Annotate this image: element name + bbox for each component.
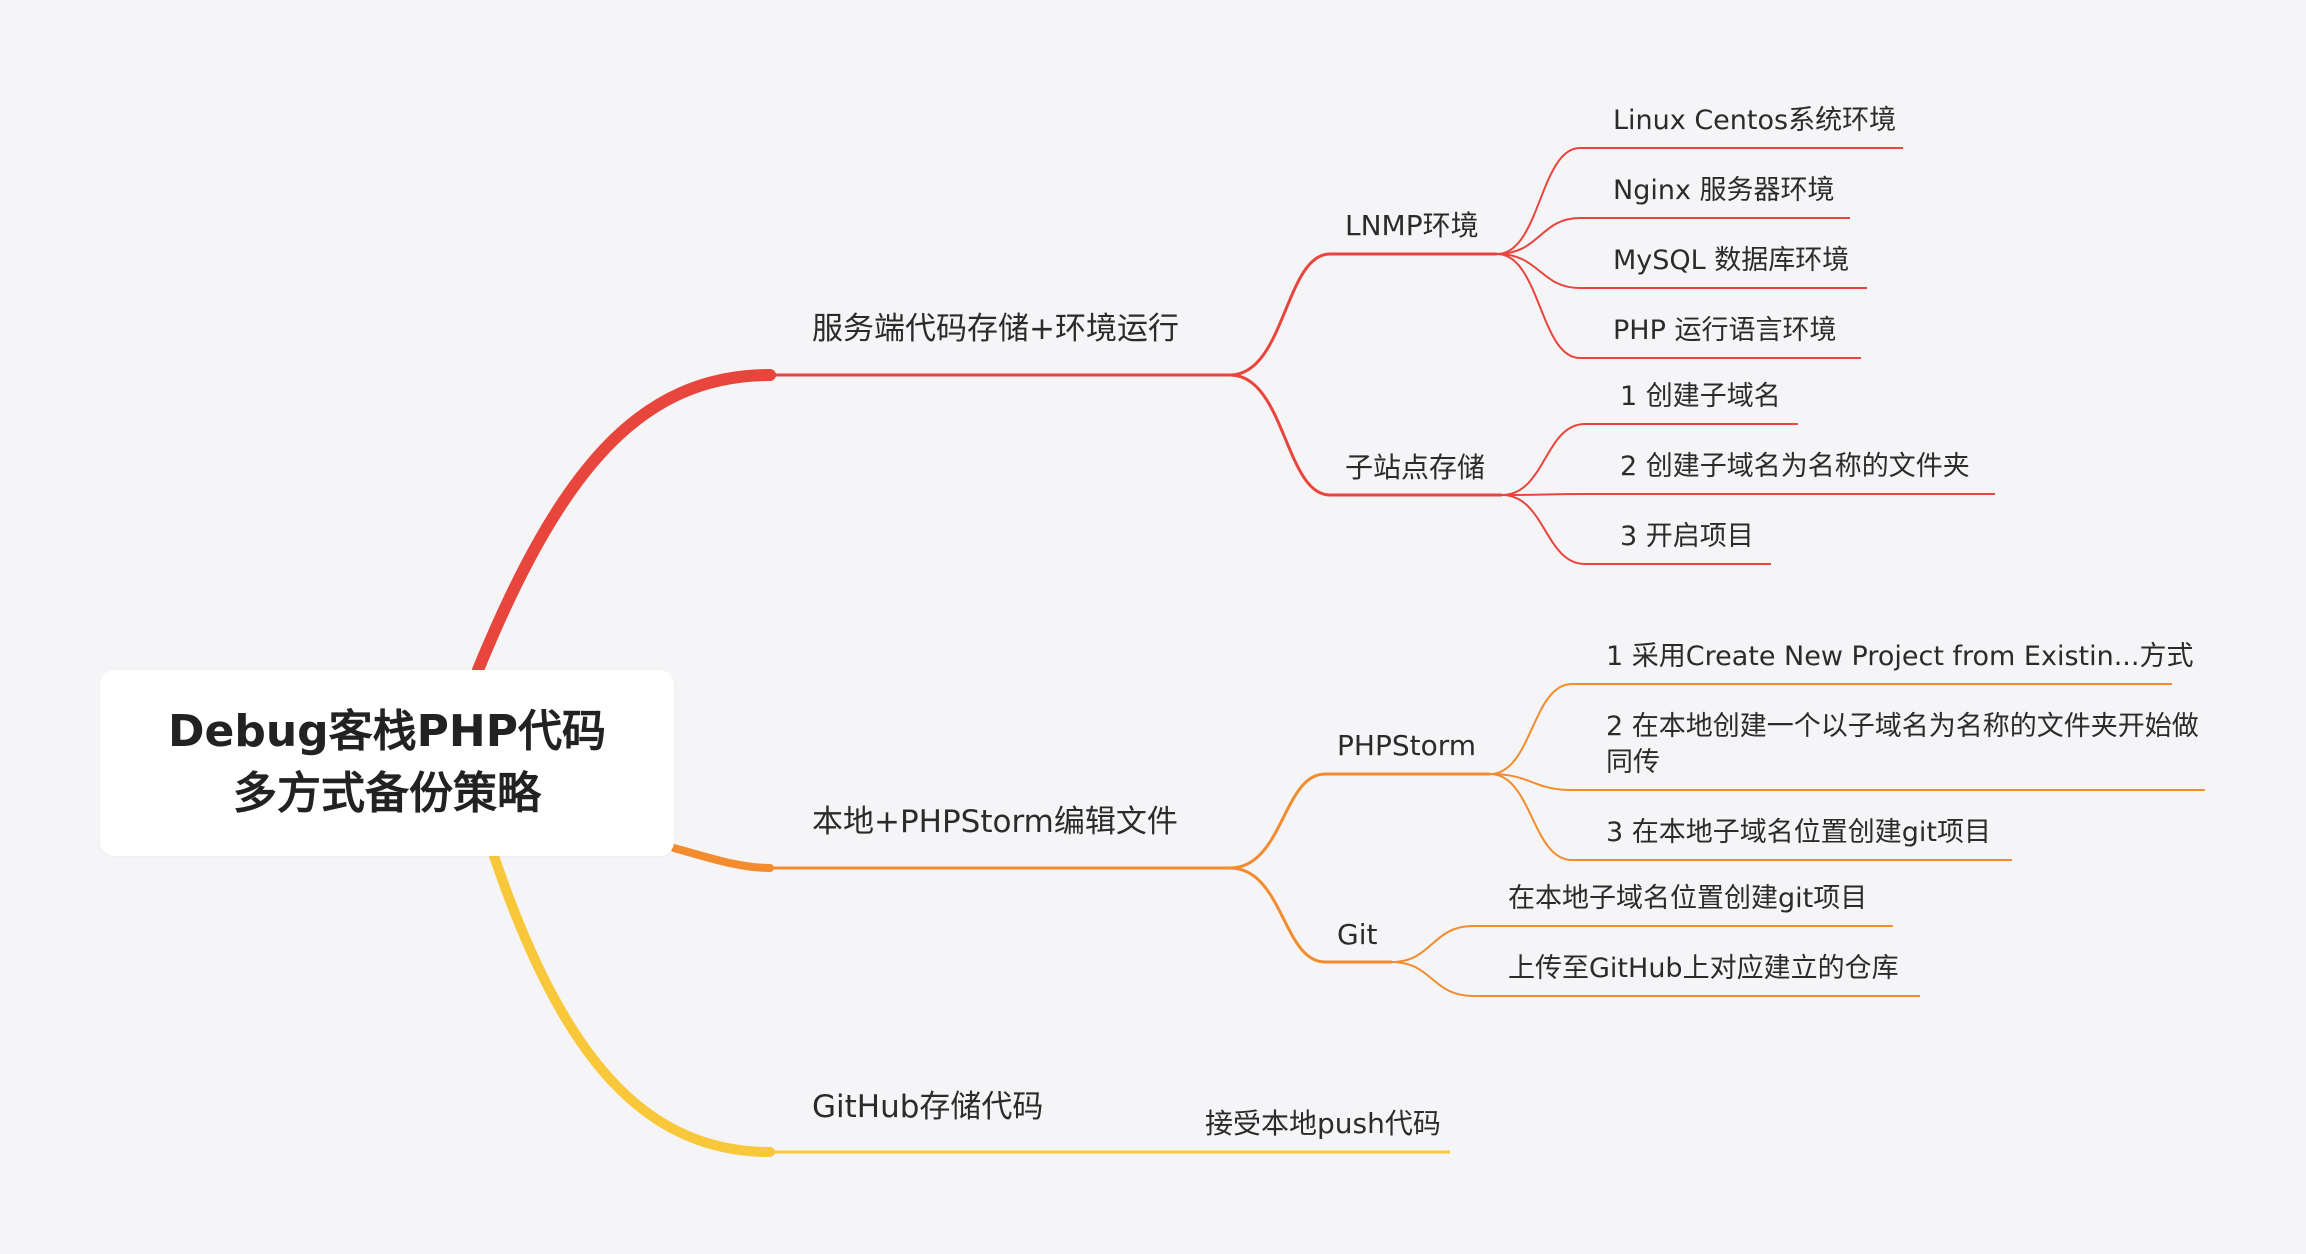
topic-substation-storage[interactable]: 子站点存储	[1345, 451, 1486, 484]
trunk-branch-1	[472, 369, 776, 676]
leaf-local-folder-sync[interactable]: 2 在本地创建一个以子域名为名称的文件夹开始做同传	[1606, 711, 2199, 778]
connector-git	[1229, 866, 1326, 964]
trunk-branch-3	[489, 851, 775, 1157]
leaf-create-git-project[interactable]: 3 在本地子域名位置创建git项目	[1606, 817, 1991, 848]
leaf-git-create-project[interactable]: 在本地子域名位置创建git项目	[1508, 883, 1868, 914]
connector-substation	[1229, 373, 1331, 497]
connector-phpstorm	[1229, 772, 1326, 870]
leaf-nginx[interactable]: Nginx 服务器环境	[1613, 175, 1835, 206]
leaf-php[interactable]: PHP 运行语言环境	[1613, 315, 1837, 346]
topic-lnmp[interactable]: LNMP环境	[1345, 209, 1479, 242]
central-topic-line-2: 多方式备份策略	[233, 768, 541, 819]
connector-lnmp	[1229, 252, 1331, 377]
leaf-create-new-project[interactable]: 1 采用Create New Project from Existin...方式	[1606, 641, 2194, 672]
topic-github-storage[interactable]: GitHub存储代码	[812, 1089, 1044, 1125]
topic-local-phpstorm[interactable]: 本地+PHPStorm编辑文件	[812, 804, 1178, 840]
central-topic[interactable]: Debug客栈PHP代码 多方式备份策略	[100, 670, 674, 856]
leaf-create-subdomain-folder[interactable]: 2 创建子域名为名称的文件夹	[1620, 451, 1970, 482]
topic-git[interactable]: Git	[1337, 918, 1378, 951]
central-topic-line-1: Debug客栈PHP代码	[167, 706, 606, 757]
trunk-branch-2	[670, 844, 774, 872]
topic-phpstorm[interactable]: PHPStorm	[1337, 729, 1477, 762]
leaf-linux-centos[interactable]: Linux Centos系统环境	[1613, 105, 1897, 136]
leaf-create-subdomain[interactable]: 1 创建子域名	[1620, 381, 1781, 412]
topic-accept-push[interactable]: 接受本地push代码	[1205, 1107, 1441, 1140]
leaf-upload-github[interactable]: 上传至GitHub上对应建立的仓库	[1508, 953, 1899, 984]
leaf-mysql[interactable]: MySQL 数据库环境	[1613, 245, 1850, 276]
topic-server-storage[interactable]: 服务端代码存储+环境运行	[812, 311, 1179, 347]
leaf-open-project[interactable]: 3 开启项目	[1620, 521, 1754, 552]
